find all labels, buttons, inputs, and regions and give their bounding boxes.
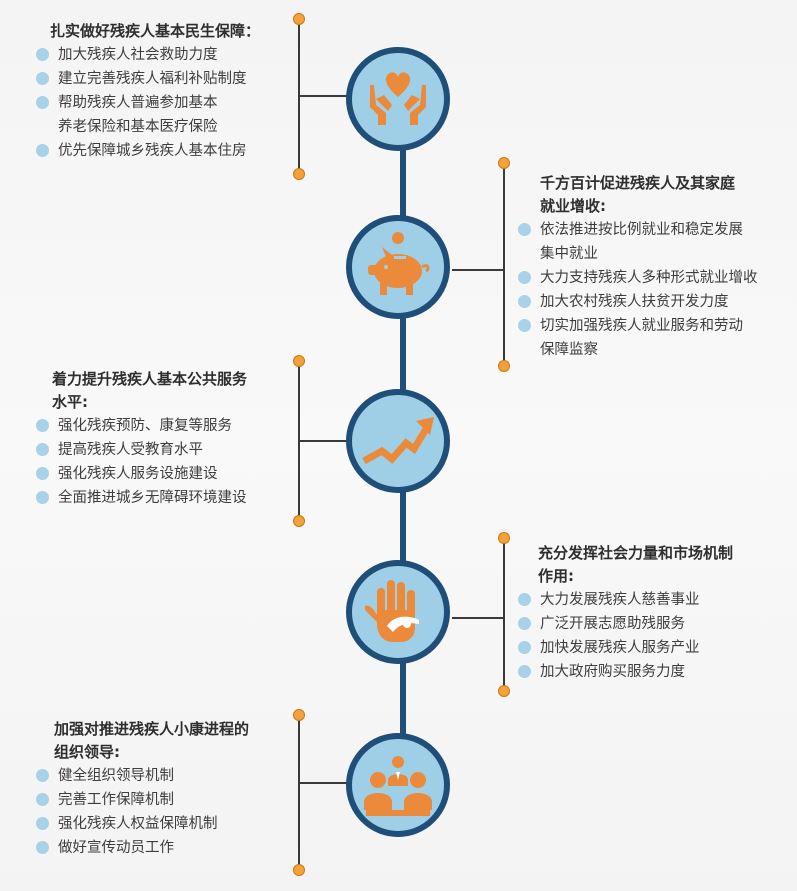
- bracket-end-dot: [498, 532, 510, 544]
- helping-hands-icon: [365, 580, 419, 642]
- section-block: 加强对推进残疾人小康进程的 组织领导: 健全组织领导机制 完善工作保障机制 强化…: [36, 718, 286, 860]
- list-item: 依法推进按比例就业和稳定发展 集中就业: [518, 218, 780, 266]
- milestone-circle: [346, 215, 450, 319]
- list-item: 大力发展残疾人慈善事业: [518, 588, 780, 612]
- bracket-end-dot: [293, 515, 305, 527]
- list-item: 提高残疾人受教育水平: [36, 438, 286, 462]
- milestone-circle: [346, 560, 450, 664]
- connector-line: [299, 440, 351, 442]
- list-item: 强化残疾预防、康复等服务: [36, 414, 286, 438]
- list-item: 完善工作保障机制: [36, 788, 286, 812]
- bracket-end-dot: [498, 157, 510, 169]
- list-item: 加快发展残疾人服务产业: [518, 636, 780, 660]
- bracket-end-dot: [293, 709, 305, 721]
- list-item: 加大残疾人社会救助力度: [36, 43, 286, 67]
- list-item: 强化残疾人权益保障机制: [36, 812, 286, 836]
- bracket-end-dot: [498, 685, 510, 697]
- trend-arrow-icon: [362, 417, 434, 465]
- list-item: 优先保障城乡残疾人基本住房: [36, 139, 286, 163]
- section-block: 着力提升残疾人基本公共服务 水平: 强化残疾预防、康复等服务 提高残疾人受教育水…: [36, 368, 286, 510]
- bracket-end-dot: [293, 355, 305, 367]
- list-item: 广泛开展志愿助残服务: [518, 612, 780, 636]
- section-block: 扎实做好残疾人基本民生保障： 加大残疾人社会救助力度 建立完善残疾人福利补贴制度…: [36, 20, 286, 163]
- section-title: 扎实做好残疾人基本民生保障：: [50, 22, 261, 40]
- section-title: 千方百计促进残疾人及其家庭 就业增收:: [540, 174, 736, 215]
- list-item: 加大政府购买服务力度: [518, 660, 780, 684]
- list-item: 全面推进城乡无障碍环境建设: [36, 486, 286, 510]
- connector-line: [299, 782, 351, 784]
- section-title: 着力提升残疾人基本公共服务 水平:: [52, 370, 248, 411]
- piggy-bank-icon: [368, 232, 430, 295]
- bracket-end-dot: [498, 360, 510, 372]
- list-item: 帮助残疾人普遍参加基本 养老保险和基本医疗保险: [36, 91, 286, 139]
- list-item: 建立完善残疾人福利补贴制度: [36, 67, 286, 91]
- bracket-end-dot: [293, 864, 305, 876]
- milestone-circle: [346, 389, 450, 493]
- section-title: 加强对推进残疾人小康进程的 组织领导:: [54, 720, 250, 761]
- section-block: 千方百计促进残疾人及其家庭 就业增收: 依法推进按比例就业和稳定发展 集中就业 …: [518, 172, 780, 362]
- connector-line: [452, 269, 504, 271]
- milestone-circle: [346, 733, 450, 837]
- connector-line: [452, 617, 504, 619]
- bracket-end-dot: [293, 13, 305, 25]
- bracket-line: [503, 538, 505, 690]
- list-item: 强化残疾人服务设施建设: [36, 462, 286, 486]
- connector-line: [299, 95, 351, 97]
- list-item: 健全组织领导机制: [36, 764, 286, 788]
- section-title: 充分发挥社会力量和市场机制 作用:: [538, 544, 734, 585]
- section-block: 充分发挥社会力量和市场机制 作用: 大力发展残疾人慈善事业 广泛开展志愿助残服务…: [518, 542, 780, 684]
- bracket-end-dot: [293, 168, 305, 180]
- list-item: 大力支持残疾人多种形式就业增收: [518, 266, 780, 290]
- milestone-circle: [346, 47, 450, 151]
- list-item: 加大农村残疾人扶贫开发力度: [518, 290, 780, 314]
- hands-heart-icon: [370, 72, 426, 125]
- list-item: 做好宣传动员工作: [36, 836, 286, 860]
- bracket-line: [503, 162, 505, 364]
- list-item: 切实加强残疾人就业服务和劳动 保障监察: [518, 314, 780, 362]
- bracket-line: [298, 716, 300, 868]
- team-meeting-icon: [364, 756, 432, 816]
